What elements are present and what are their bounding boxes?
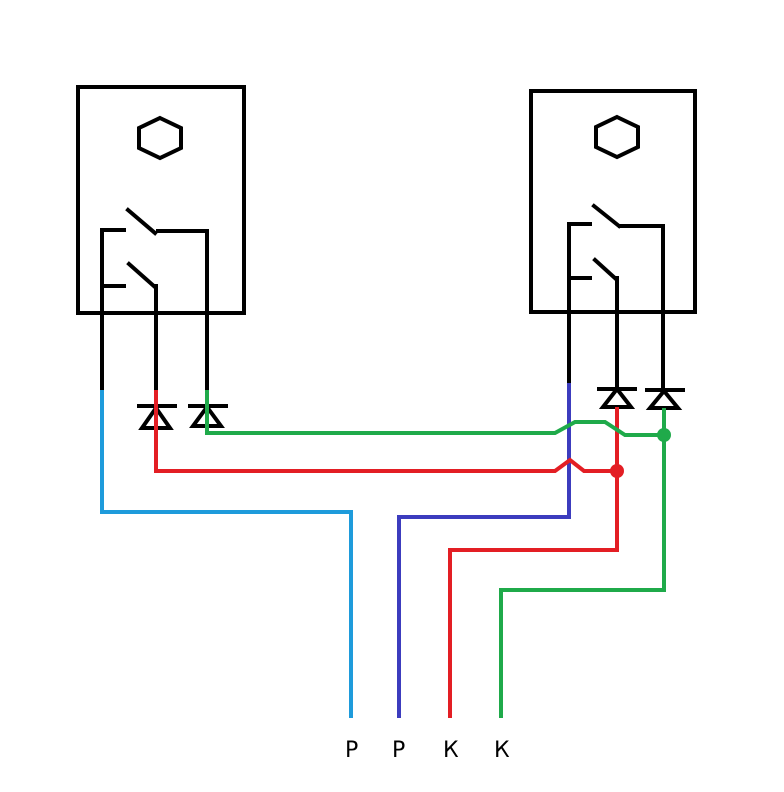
- switch-block-right: [529, 89, 697, 390]
- wire-light-blue: [100, 390, 353, 718]
- switch-housing-right: [529, 89, 697, 314]
- junction-green: [657, 428, 671, 442]
- contact-upper-right-left: [156, 229, 209, 392]
- wire-red-right-drop: [448, 407, 619, 718]
- switch-block-left: [76, 85, 246, 392]
- switch-lever-upper-right: [591, 203, 622, 229]
- diodes-left: [137, 403, 228, 430]
- terminal-label-1: Р: [345, 738, 358, 763]
- switch-lever-lower-left: [126, 261, 158, 290]
- hexagon-icon: [137, 115, 183, 161]
- junction-red: [610, 464, 624, 478]
- switch-lever-upper-left: [125, 207, 158, 236]
- switch-lever-lower-right: [592, 257, 619, 282]
- wire-green-bridge: [205, 390, 664, 437]
- terminal-label-3: К: [443, 738, 459, 763]
- contact-upper-right: [567, 222, 592, 385]
- hexagon-icon: [594, 114, 640, 160]
- wire-red-bridge: [154, 390, 617, 473]
- contact-upper-left: [100, 228, 126, 390]
- terminal-label-2: Р: [392, 738, 405, 763]
- diode-green-right: [645, 387, 685, 410]
- wire-dark-blue: [397, 383, 571, 718]
- switch-housing-left: [76, 85, 246, 315]
- diode-red-right: [597, 385, 637, 409]
- wire-green-right-drop: [499, 408, 666, 718]
- terminal-label-4: К: [494, 738, 510, 763]
- diodes-right: [597, 385, 685, 410]
- contact-upper-out-right: [618, 224, 665, 390]
